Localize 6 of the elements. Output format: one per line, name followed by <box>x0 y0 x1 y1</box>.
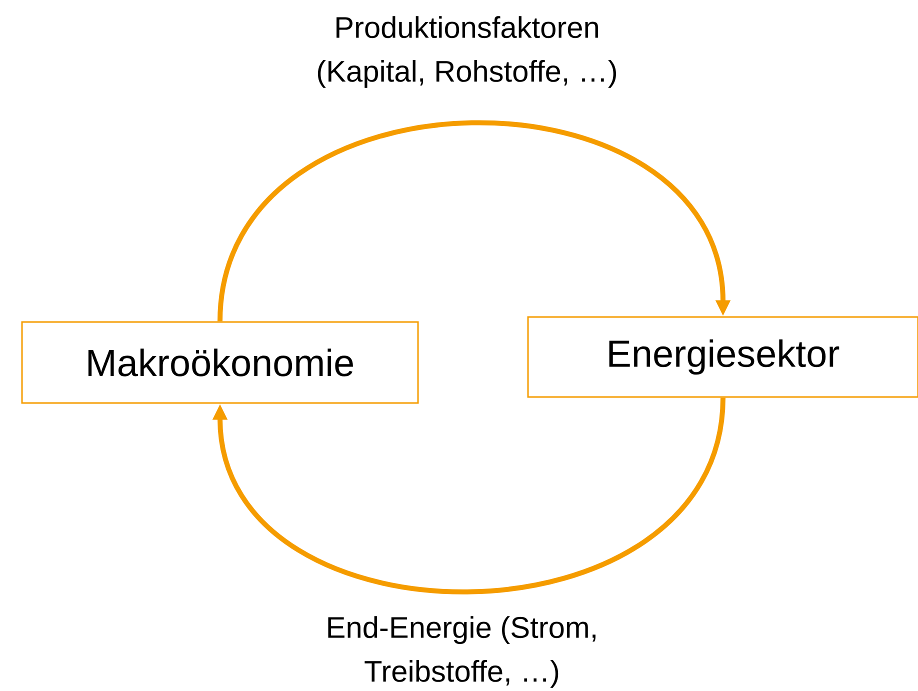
edge-label: Produktionsfaktoren (Kapital, Rohstoffe, …) <box>318 16 616 88</box>
arrow <box>212 397 726 594</box>
arrow <box>218 120 731 322</box>
process-box: Makroökonomie <box>21 321 419 404</box>
edge-label: End-Energie (Strom, Treibstoffe, …) <box>328 616 596 688</box>
process-box: Energiesektor <box>527 316 918 398</box>
